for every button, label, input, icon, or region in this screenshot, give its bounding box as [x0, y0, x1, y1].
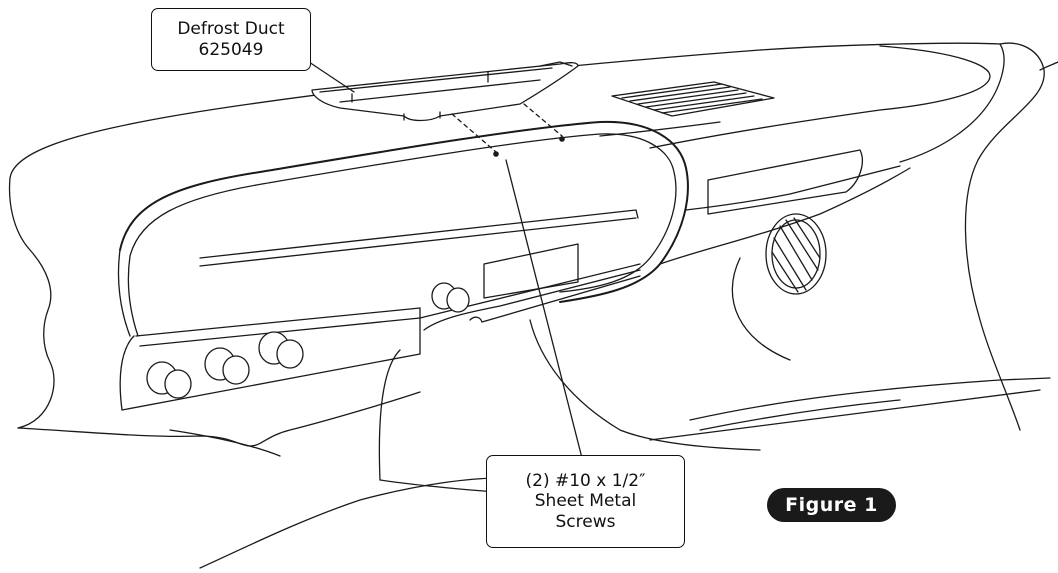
knob-3: [258, 331, 304, 369]
screw-hole-2: [559, 136, 565, 142]
knob-radio: [431, 282, 470, 313]
instrument-strip: [119, 209, 641, 411]
screws-callout: (2) #10 x 1/2″ Sheet Metal Screws: [486, 455, 685, 548]
defrost-duct: [311, 61, 579, 122]
screw-leaders: [451, 103, 565, 157]
glove-box: [659, 149, 911, 265]
screws-type: Sheet Metal: [534, 491, 637, 512]
screws-quantity-size: (2) #10 x 1/2″: [525, 470, 646, 491]
knob-1: [146, 361, 192, 399]
screws-noun: Screws: [555, 511, 616, 532]
dash-vent: [611, 81, 775, 117]
cluster-bezel: [117, 120, 689, 337]
knob-2: [204, 347, 250, 385]
defrost-duct-label: Defrost Duct: [177, 19, 285, 40]
screw-hole-1: [493, 151, 499, 157]
figure-label: Figure 1: [767, 488, 896, 522]
lower-dash: [169, 257, 1051, 569]
defrost-duct-callout: Defrost Duct 625049: [151, 8, 311, 71]
a-pillar: [964, 42, 1058, 431]
radio-display: [483, 243, 579, 299]
defrost-duct-part-number: 625049: [198, 39, 264, 60]
speaker-grille: [765, 213, 827, 295]
